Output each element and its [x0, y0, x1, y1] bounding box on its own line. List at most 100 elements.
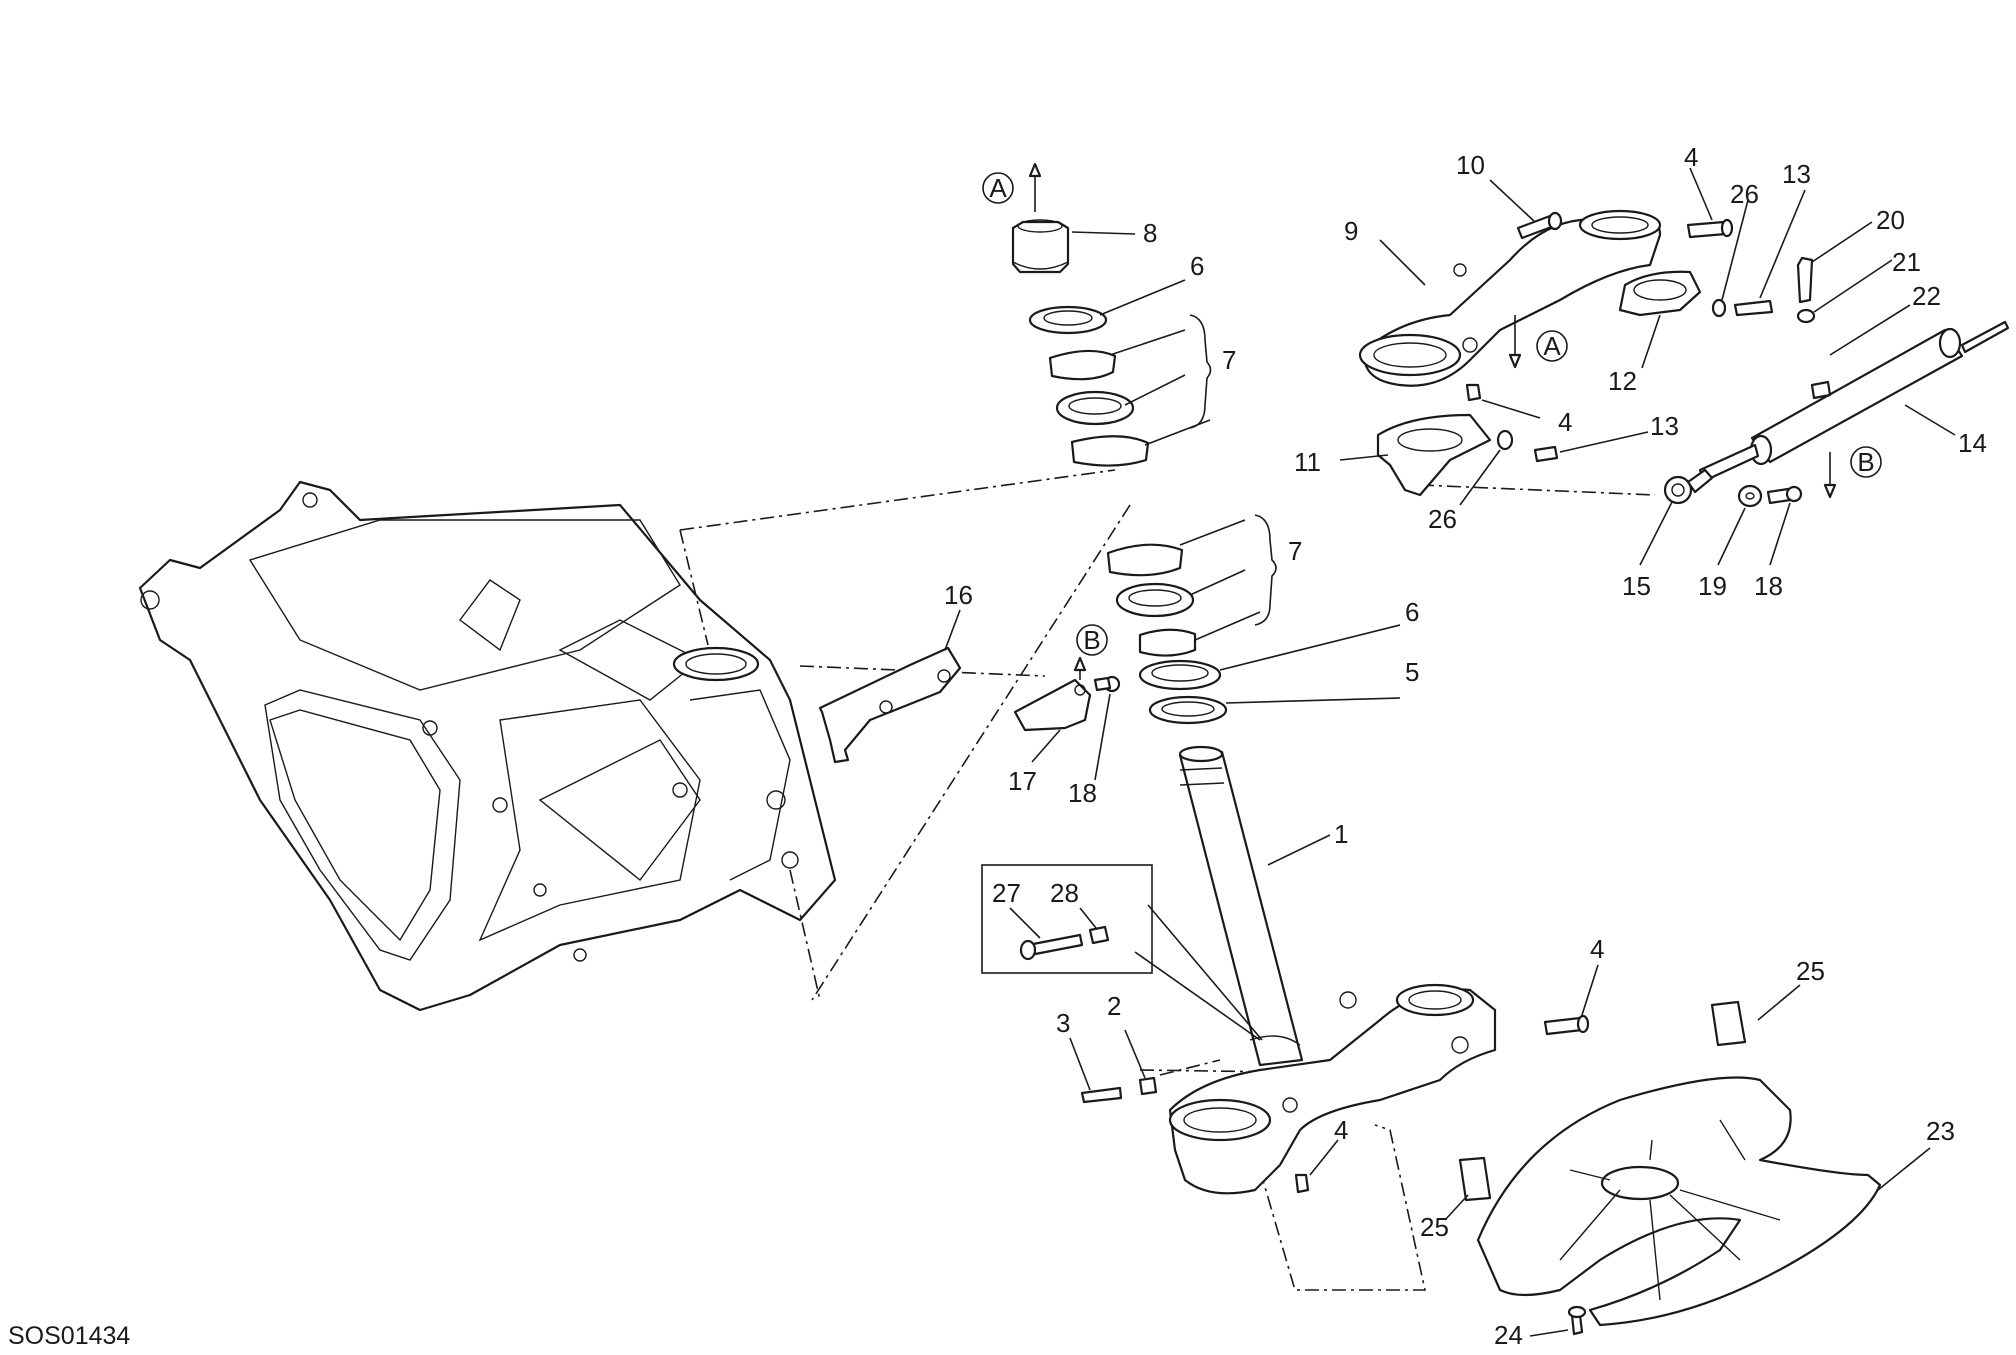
leader-10 [1489, 179, 1536, 223]
leader-4-yokecenter [1481, 399, 1541, 419]
brace-7-top [1189, 314, 1212, 429]
part-28-nut [1088, 925, 1110, 945]
svg-text:A: A [989, 173, 1007, 203]
leader-6-top [1099, 279, 1186, 316]
leader-2 [1124, 1029, 1146, 1079]
part-14-damper-body [1750, 328, 1964, 464]
leader-11 [1339, 454, 1389, 461]
callout-6-top: 6 [1190, 251, 1204, 281]
leader-12 [1641, 314, 1661, 369]
callout-4-right: 4 [1590, 934, 1604, 964]
svg-text:A: A [1543, 331, 1561, 361]
part-8-nut [1011, 220, 1070, 274]
leader-inset-a [1134, 951, 1261, 1041]
part-27-screw [1026, 933, 1084, 957]
part-19-washer [1737, 484, 1763, 508]
brace-7-lower [1254, 514, 1277, 626]
part-7-top-race [1048, 349, 1117, 381]
part-26-washer-right [1711, 298, 1727, 318]
callout-5: 5 [1405, 657, 1419, 687]
construction-line-h [1419, 484, 1656, 496]
callout-24: 24 [1494, 1320, 1523, 1350]
part-16-bracket [818, 646, 962, 764]
part-17-bracket [1013, 678, 1092, 732]
leader-7-top-b [1124, 374, 1186, 406]
leader-23 [1877, 1147, 1931, 1191]
leader-16 [944, 609, 961, 651]
leader-17 [1031, 729, 1061, 763]
part-2-nut [1138, 1076, 1158, 1096]
construction-line-e [799, 665, 1046, 677]
callout-9: 9 [1344, 216, 1358, 246]
part-3-screw [1080, 1086, 1123, 1104]
callout-8: 8 [1143, 218, 1157, 248]
part-4-bolt-topright [1686, 220, 1728, 239]
construction-line-a [679, 469, 1116, 531]
leader-8 [1071, 231, 1136, 235]
leader-22 [1829, 304, 1911, 356]
part-4-bolt-right [1543, 1016, 1584, 1036]
callout-15: 15 [1622, 571, 1651, 601]
leader-4-right [1581, 964, 1599, 1016]
top-bearing-set [1011, 219, 1150, 467]
inset-box [981, 864, 1153, 974]
callout-4-lower: 4 [1334, 1115, 1348, 1145]
construction-line-i [1159, 1059, 1221, 1076]
leader-14 [1904, 404, 1956, 436]
callout-25-right: 25 [1796, 956, 1825, 986]
part-25-pad-left [1458, 1156, 1492, 1202]
part-7-lower-race [1070, 435, 1150, 467]
lower-yoke [1168, 988, 1497, 1195]
callout-19: 19 [1698, 571, 1727, 601]
callout-12: 12 [1608, 366, 1637, 396]
part-1-steering-stem [1178, 750, 1304, 1067]
callout-13-right: 13 [1782, 159, 1811, 189]
callout-27: 27 [992, 878, 1021, 908]
leader-13-left [1559, 431, 1649, 453]
callout-21: 21 [1892, 247, 1921, 277]
leader-25-right [1757, 984, 1801, 1021]
callout-11: 11 [1294, 447, 1321, 477]
frame [138, 480, 837, 1012]
callout-26-right: 26 [1730, 179, 1759, 209]
callout-7-lower: 7 [1288, 536, 1302, 566]
part-13-bolt-left [1533, 445, 1559, 463]
bracket-group [818, 646, 1121, 764]
construction-line-d [789, 869, 821, 1001]
construction-line-c [811, 504, 1131, 1001]
callout-6-lower: 6 [1405, 597, 1419, 627]
callout-17: 17 [1008, 766, 1037, 796]
part-7-cone [1138, 628, 1197, 657]
svg-text:B: B [1857, 447, 1874, 477]
part-23-guard [1476, 1076, 1882, 1327]
callout-1: 1 [1334, 819, 1348, 849]
callout-14: 14 [1958, 428, 1987, 458]
part-5-washer [1148, 695, 1228, 725]
marker-a-right: A [1536, 330, 1568, 362]
drawing-code: SOS01434 [8, 1322, 131, 1350]
leader-5 [1225, 697, 1401, 704]
part-15-rod-end [1663, 475, 1693, 505]
leader-4-lower [1309, 1139, 1339, 1176]
callout-20: 20 [1876, 205, 1905, 235]
callout-26-left: 26 [1428, 504, 1457, 534]
callout-4-yokecenter: 4 [1558, 407, 1572, 437]
callout-23: 23 [1926, 1116, 1955, 1146]
callout-13-left: 13 [1650, 411, 1679, 441]
construction-line-b [679, 529, 709, 646]
leader-7-lower-b [1189, 569, 1246, 596]
leader-3 [1069, 1037, 1091, 1091]
leader-13-right [1759, 189, 1806, 299]
part-4-bolt-lower [1294, 1173, 1310, 1194]
leader-7-lower-a [1179, 519, 1246, 546]
leader-1 [1267, 834, 1331, 866]
callout-3: 3 [1056, 1008, 1070, 1038]
part-7-lower-bearing [1115, 582, 1195, 618]
leader-15 [1639, 501, 1673, 566]
leader-26-right [1721, 199, 1749, 301]
guard-group [1458, 1000, 1882, 1336]
lower-bearing-set [1106, 543, 1228, 725]
leader-inset-b [1147, 904, 1263, 1041]
leader-21 [1813, 259, 1893, 313]
